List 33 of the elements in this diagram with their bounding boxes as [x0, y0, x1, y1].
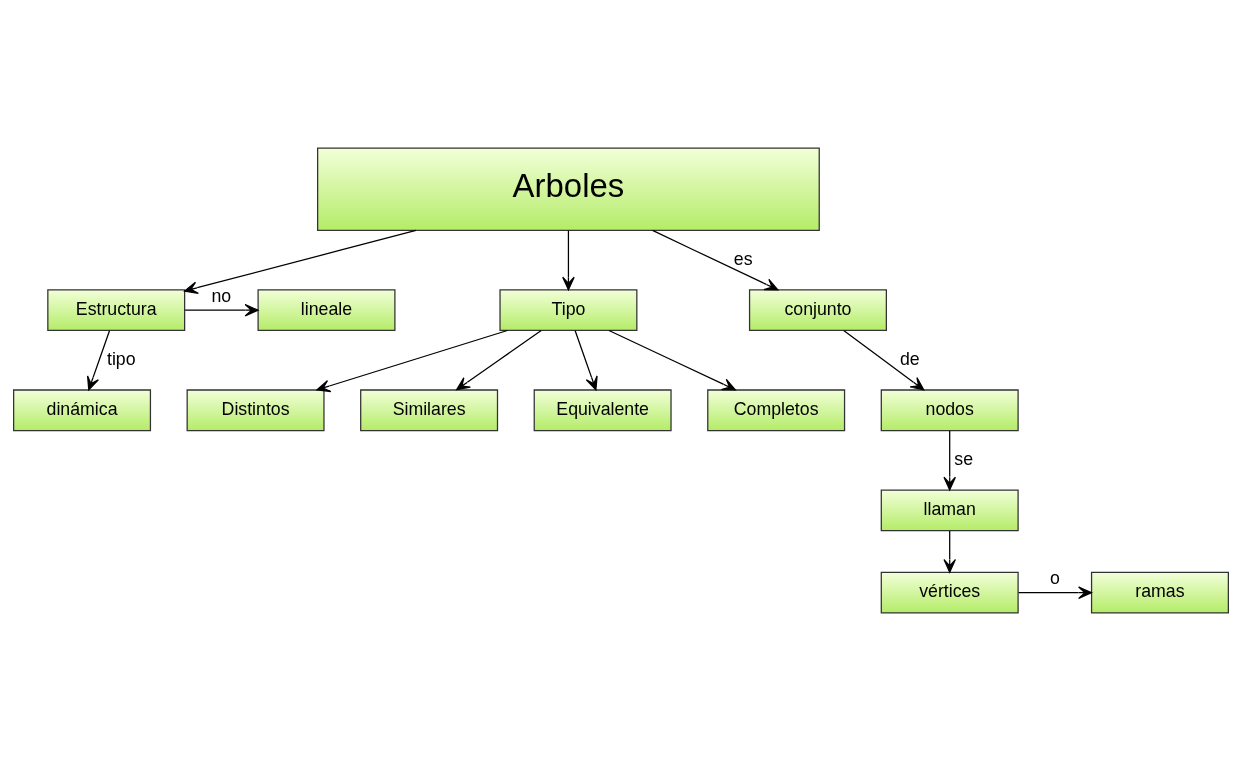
edge-label: tipo [107, 348, 136, 369]
node-box: Estructura [47, 288, 186, 331]
node-box: vértices [880, 571, 1019, 614]
arrow [574, 329, 598, 390]
arrow [456, 329, 542, 390]
arrow [316, 329, 508, 392]
node-box: Similares [360, 388, 499, 431]
node-box: Completos [707, 388, 846, 431]
arrow [651, 229, 779, 291]
arrow [943, 529, 957, 573]
node-box: lineale [257, 288, 396, 331]
arrow [184, 303, 259, 317]
edge-label: de [899, 348, 920, 369]
node-box: ramas [1090, 571, 1229, 614]
edge-label: o [1049, 567, 1060, 588]
edge-label: no [211, 285, 232, 306]
arrow [843, 329, 925, 390]
node-box: Tipo [499, 288, 638, 331]
arrow [86, 329, 111, 390]
node-box: llaman [880, 488, 1019, 531]
node-box: Arboles [317, 146, 820, 231]
arrow [943, 429, 957, 490]
node-box: dinámica [13, 388, 152, 431]
arrow [1017, 585, 1092, 599]
edge-label: se [954, 448, 973, 469]
arrow [608, 329, 736, 390]
edge-label: es [733, 248, 753, 269]
node-box: conjunto [748, 288, 887, 331]
node-box: Distintos [186, 388, 325, 431]
arrow [184, 229, 417, 294]
node-box: nodos [880, 388, 1019, 431]
arrow [562, 229, 575, 290]
node-box: Equivalente [533, 388, 672, 431]
